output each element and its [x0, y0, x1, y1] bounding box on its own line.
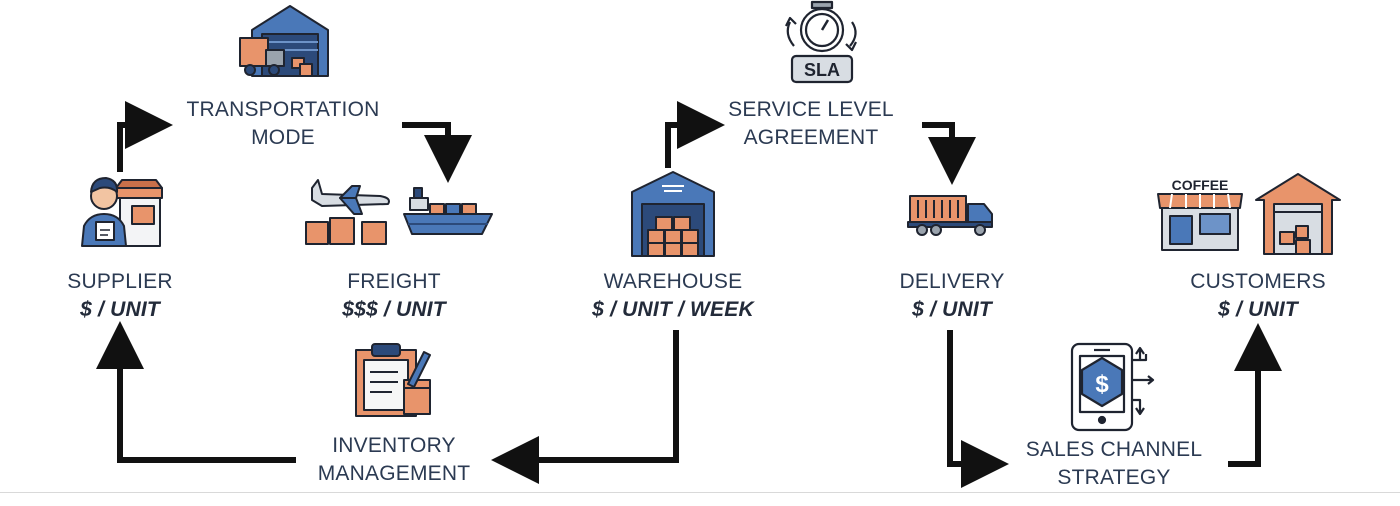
- service-level-agreement-line-2: AGREEMENT: [743, 126, 879, 149]
- coffee-shop-icon: COFFEE: [1157, 176, 1243, 251]
- cargo-plane-icon: [305, 179, 390, 245]
- smartphone-dollar-icon: $: [1070, 342, 1155, 432]
- arrow-supplier-to-transportation: [117, 101, 173, 172]
- coffee-sign-text: COFFEE: [1172, 177, 1229, 193]
- delivery-label: DELIVERY $ / UNIT: [899, 268, 1004, 324]
- supplier-cost: $ / UNIT: [80, 298, 160, 321]
- arrow-warehouse-to-sla: [665, 101, 725, 168]
- supplier-person-icon: [81, 177, 163, 247]
- service-level-agreement-line-1: SERVICE LEVEL: [728, 98, 894, 121]
- warehouse-cost: $ / UNIT / WEEK: [592, 298, 754, 321]
- customers-cost: $ / UNIT: [1218, 298, 1298, 321]
- store-building-icon: [1255, 173, 1341, 255]
- delivery-name: DELIVERY: [899, 270, 1005, 293]
- arrow-sales-channel-to-customers: [1228, 323, 1282, 467]
- bottom-divider: [0, 492, 1400, 493]
- arrow-warehouse-to-inventory: [491, 330, 679, 484]
- warehouse-icon: [631, 171, 715, 257]
- arrow-transportation-to-freight: [402, 122, 472, 183]
- freight-cost: $$$ / UNIT: [342, 298, 446, 321]
- arrow-inventory-to-supplier: [96, 321, 296, 463]
- warehouse-label: WAREHOUSE $ / UNIT / WEEK: [592, 268, 754, 324]
- inventory-management-label: INVENTORY MANAGEMENT: [318, 432, 471, 488]
- sales-channel-strategy-line-2: STRATEGY: [1057, 466, 1171, 489]
- dollar-icon-text: $: [1095, 371, 1109, 398]
- connector-arrows: [96, 101, 1282, 488]
- arrow-delivery-to-sales-channel: [947, 330, 1009, 488]
- clipboard-icon: [355, 343, 431, 417]
- transportation-mode-line-2: MODE: [251, 126, 315, 149]
- customers-name: CUSTOMERS: [1190, 270, 1326, 293]
- sla-icon-text: SLA: [804, 60, 840, 80]
- customers-label: CUSTOMERS $ / UNIT: [1190, 268, 1326, 324]
- delivery-truck-icon: [907, 195, 993, 236]
- freight-name: FREIGHT: [347, 270, 441, 293]
- arrow-sla-to-delivery: [922, 122, 976, 185]
- transportation-mode-label: TRANSPORTATION MODE: [187, 96, 380, 152]
- warehouse-truck-icon: [239, 5, 329, 77]
- supplier-name: SUPPLIER: [67, 270, 173, 293]
- delivery-cost: $ / UNIT: [912, 298, 992, 321]
- freight-label: FREIGHT $$$ / UNIT: [342, 268, 446, 324]
- sales-channel-strategy-label: SALES CHANNEL STRATEGY: [1026, 436, 1203, 492]
- inventory-management-line-2: MANAGEMENT: [317, 462, 471, 485]
- warehouse-name: WAREHOUSE: [603, 270, 743, 293]
- inventory-management-line-1: INVENTORY: [332, 434, 456, 457]
- stopwatch-sla-icon: SLA: [785, 0, 857, 84]
- sales-channel-strategy-line-1: SALES CHANNEL: [1025, 438, 1203, 461]
- cargo-ship-icon: [403, 187, 493, 235]
- transportation-mode-line-1: TRANSPORTATION: [186, 98, 380, 121]
- supplier-label: SUPPLIER $ / UNIT: [67, 268, 172, 324]
- service-level-agreement-label: SERVICE LEVEL AGREEMENT: [728, 96, 894, 152]
